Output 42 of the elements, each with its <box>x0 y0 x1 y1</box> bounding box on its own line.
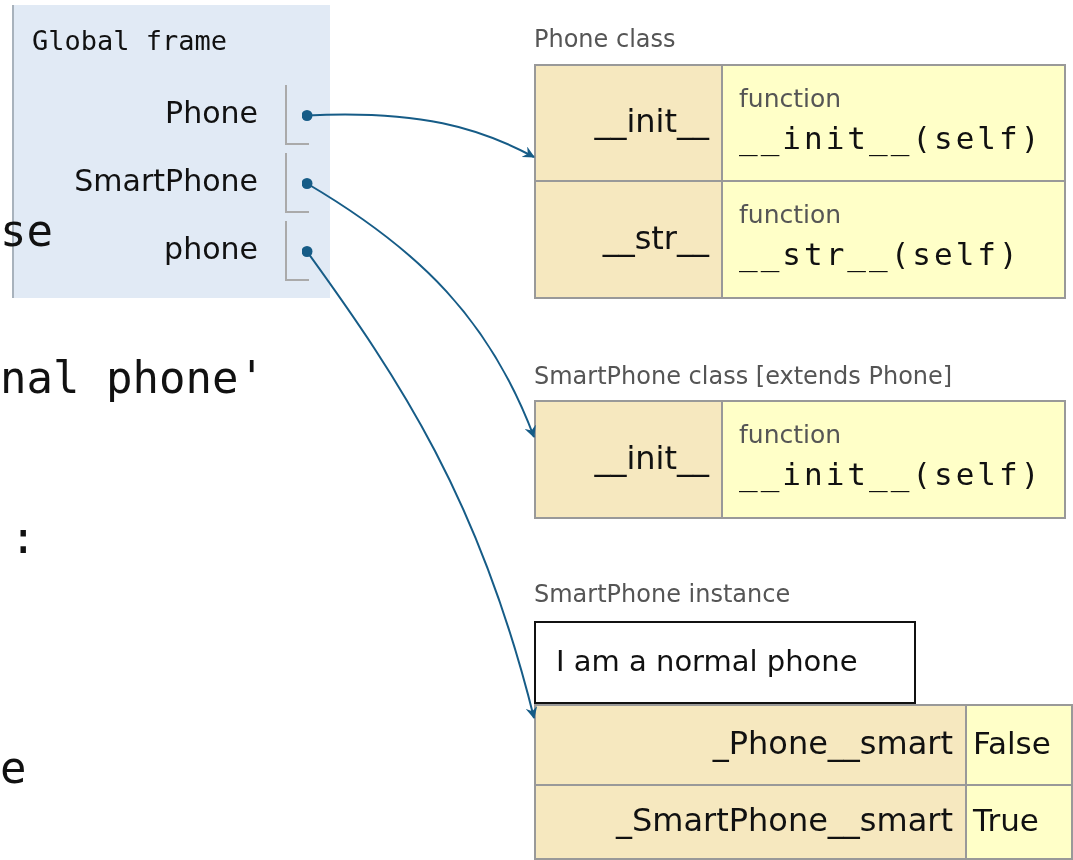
variable-name: Phone <box>165 95 258 130</box>
object-heading: SmartPhone class [extends Phone] <box>534 362 953 390</box>
type-label: function <box>739 84 842 113</box>
attribute-name-cell <box>534 64 723 182</box>
attribute-value-cell <box>965 704 1073 786</box>
object-heading: SmartPhone instance <box>534 580 791 608</box>
frame-heading: Global frame <box>32 25 228 56</box>
attribute-name-cell <box>534 784 967 860</box>
pointer-arrow <box>301 178 536 438</box>
function-signature: __str__(self) <box>739 236 1021 272</box>
code-fragment: se <box>0 205 53 256</box>
attribute-value-cell <box>965 784 1073 860</box>
function-value-cell <box>721 180 1066 299</box>
object-group <box>534 362 1066 519</box>
string-value: I am a normal phone <box>556 643 858 678</box>
attribute-name-cell <box>534 180 723 299</box>
code-fragment: : <box>10 512 37 563</box>
function-value-cell <box>721 400 1066 519</box>
type-label: function <box>739 200 842 229</box>
attribute-name-cell <box>534 704 967 786</box>
function-signature: __init__(self) <box>739 456 1043 492</box>
attribute-value: True <box>973 802 1039 839</box>
attribute-name: __init__ <box>594 102 709 141</box>
code-fragment: e <box>0 742 27 793</box>
variable-name: SmartPhone <box>74 163 258 198</box>
object-group <box>534 580 1073 860</box>
attribute-name: __str__ <box>602 218 709 257</box>
object-group <box>534 25 1066 299</box>
function-signature: __init__(self) <box>739 120 1043 156</box>
string-value-box <box>534 621 916 704</box>
variable-name: phone <box>164 231 258 266</box>
attribute-name-cell <box>534 400 723 519</box>
function-value-cell <box>721 64 1066 182</box>
pointer-arrow <box>301 246 537 719</box>
type-label: function <box>739 420 842 449</box>
code-fragment: nal phone' <box>0 352 265 403</box>
attribute-name: _Phone__smart <box>712 724 953 763</box>
object-heading: Phone class <box>534 25 676 53</box>
attribute-value: False <box>973 725 1051 762</box>
pointer-arrow <box>301 110 535 158</box>
attribute-name: _SmartPhone__smart <box>615 801 953 840</box>
attribute-name: __init__ <box>594 438 709 477</box>
